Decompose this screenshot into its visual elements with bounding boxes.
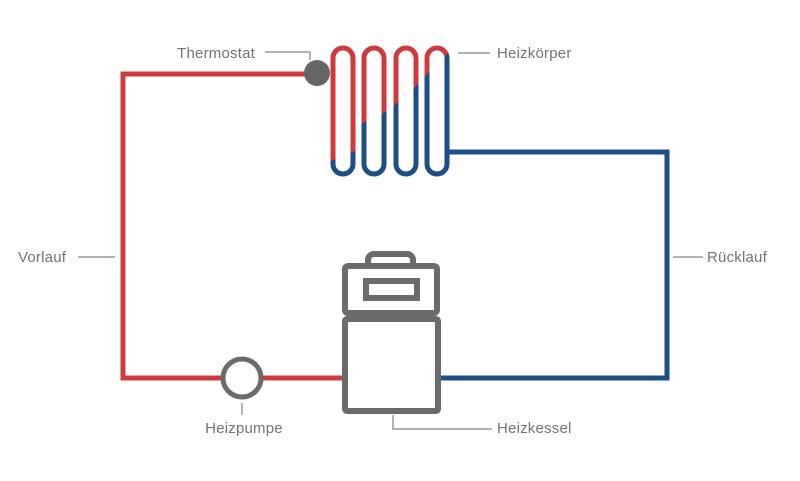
pump-heizpumpe [220,356,264,400]
radiator-heizkoerper [330,45,450,177]
radiator-coil-3 [393,45,419,177]
radiator-coil-4 [424,45,450,177]
heizkessel-label: Heizkessel [497,420,572,437]
heizkessel-pointer-line [392,415,492,430]
radiator-coil-1 [330,45,356,177]
vorlauf-pipe [120,71,345,381]
boiler-display [363,278,420,301]
vorlauf-label: Vorlauf [18,249,67,266]
boiler-body [342,316,441,414]
ruecklauf-pipe [438,149,670,381]
radiator-coil-2 [361,45,387,177]
ruecklauf-label: Rücklauf [707,249,768,266]
boiler-heizkessel [342,251,441,414]
thermostat-pointer-line [265,51,311,60]
heizpumpe-label: Heizpumpe [205,420,283,437]
thermostat-label: Thermostat [177,45,255,62]
thermostat-knob [304,60,330,86]
heizkoerper-label: Heizkörper [497,45,572,62]
